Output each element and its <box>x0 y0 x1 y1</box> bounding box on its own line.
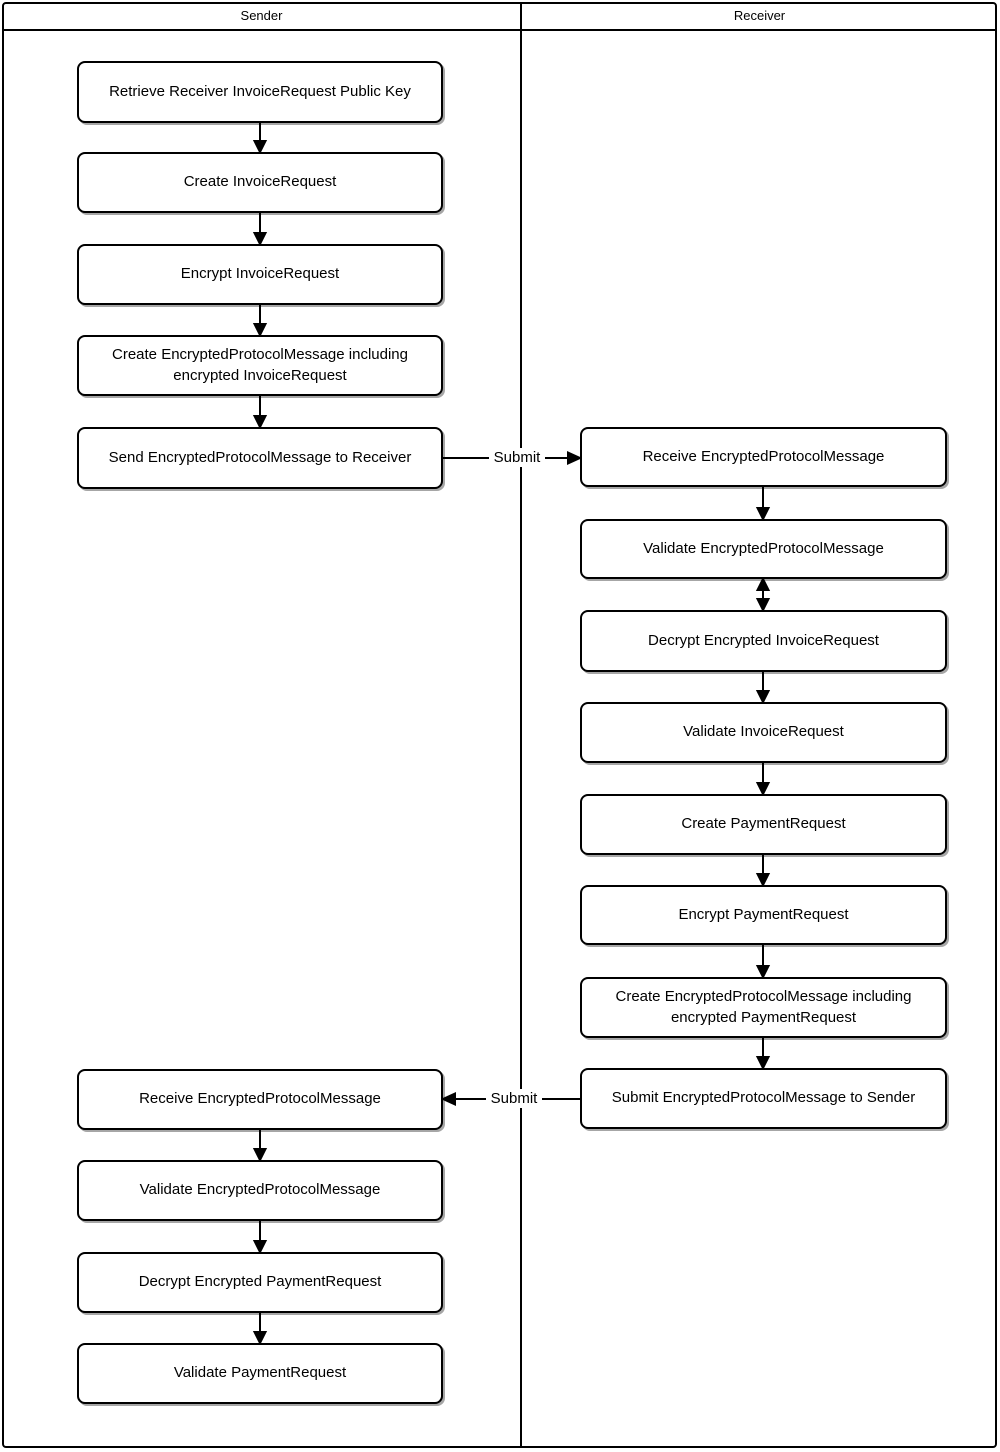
step-label: Create InvoiceRequest <box>183 173 337 191</box>
step-label: Decrypt Encrypted InvoiceRequest <box>648 631 879 649</box>
step-receive-encryptedprotocolmessage-sender: Receive EncryptedProtocolMessage <box>77 1069 443 1130</box>
step-create-paymentrequest: Create PaymentRequest <box>580 794 947 855</box>
step-retrieve-invoicerequest-public-key: Retrieve Receiver InvoiceRequest Public … <box>77 61 443 123</box>
step-label: Receive EncryptedProtocolMessage <box>139 1090 381 1108</box>
step-label: Validate PaymentRequest <box>173 1364 347 1382</box>
step-label: Validate EncryptedProtocolMessage <box>643 539 884 557</box>
lane-divider-line <box>520 2 522 1448</box>
lane-title-receiver: Receiver <box>733 8 786 23</box>
step-label: Submit EncryptedProtocolMessage to Sende… <box>611 1089 916 1107</box>
submit-label-to-sender: Submit <box>486 1089 542 1108</box>
step-label: Send EncryptedProtocolMessage to Receive… <box>108 448 412 466</box>
step-validate-paymentrequest: Validate PaymentRequest <box>77 1343 443 1404</box>
step-validate-invoicerequest: Validate InvoiceRequest <box>580 702 947 763</box>
step-decrypt-encrypted-paymentrequest: Decrypt Encrypted PaymentRequest <box>77 1252 443 1313</box>
step-label: Create PaymentRequest <box>681 815 846 833</box>
step-receive-encryptedprotocolmessage-receiver: Receive EncryptedProtocolMessage <box>580 427 947 487</box>
step-label: Validate EncryptedProtocolMessage <box>139 1181 381 1199</box>
step-submit-encryptedprotocolmessage-to-sender: Submit EncryptedProtocolMessage to Sende… <box>580 1068 947 1129</box>
step-send-encryptedprotocolmessage-to-receiver: Send EncryptedProtocolMessage to Receive… <box>77 427 443 489</box>
step-label: Validate InvoiceRequest <box>683 723 844 741</box>
step-decrypt-encrypted-invoicerequest: Decrypt Encrypted InvoiceRequest <box>580 610 947 672</box>
step-create-encryptedprotocolmessage-paymentrequest: Create EncryptedProtocolMessage includin… <box>580 977 947 1038</box>
step-create-invoicerequest: Create InvoiceRequest <box>77 152 443 213</box>
step-label: Encrypt InvoiceRequest <box>180 265 340 283</box>
header-divider-line <box>2 29 997 31</box>
submit-label-to-receiver: Submit <box>489 448 545 467</box>
step-validate-encryptedprotocolmessage-receiver: Validate EncryptedProtocolMessage <box>580 519 947 579</box>
step-label: Retrieve Receiver InvoiceRequest Public … <box>109 82 411 100</box>
step-validate-encryptedprotocolmessage-sender: Validate EncryptedProtocolMessage <box>77 1160 443 1221</box>
lane-title-sender: Sender <box>240 8 283 23</box>
step-label: Decrypt Encrypted PaymentRequest <box>138 1273 382 1291</box>
step-label: Encrypt PaymentRequest <box>678 905 849 923</box>
step-create-encryptedprotocolmessage-invoicerequest: Create EncryptedProtocolMessage includin… <box>77 335 443 396</box>
step-label: Create EncryptedProtocolMessage includin… <box>615 988 912 1026</box>
step-label: Create EncryptedProtocolMessage includin… <box>112 346 408 384</box>
step-encrypt-paymentrequest: Encrypt PaymentRequest <box>580 885 947 945</box>
step-encrypt-invoicerequest: Encrypt InvoiceRequest <box>77 244 443 305</box>
step-label: Receive EncryptedProtocolMessage <box>642 447 885 465</box>
